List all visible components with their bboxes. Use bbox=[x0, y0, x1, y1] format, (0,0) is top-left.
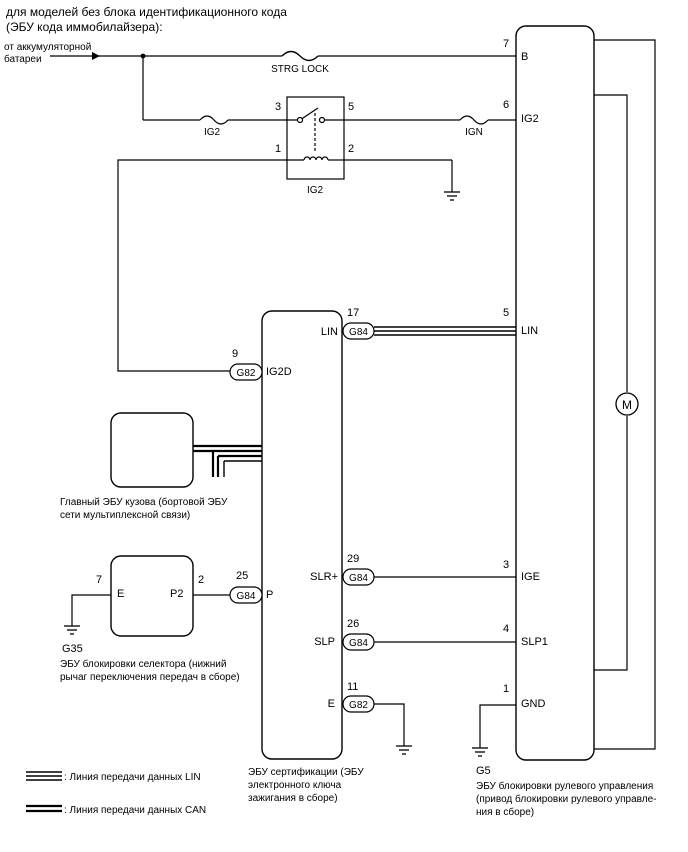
shift-lock-caption-line1: ЭБУ блокировки селектора (нижний bbox=[60, 658, 226, 670]
connector-slp-label: G84 bbox=[349, 638, 368, 649]
cert-pin-ig2d-name: IG2D bbox=[266, 366, 292, 378]
ig2-branch-wire bbox=[142, 56, 300, 121]
relay-pin-1: 1 bbox=[275, 143, 281, 155]
shift-pin-p2-name: P2 bbox=[170, 588, 183, 600]
diagram-title-line1: для моделей без блока идентификационного… bbox=[6, 5, 287, 19]
steering-ecu-caption-line3: ния в сборе) bbox=[476, 806, 534, 818]
cert-pin-p-name: P bbox=[266, 589, 273, 601]
ground-g35-icon bbox=[64, 625, 80, 635]
steering-ecu-caption-line2: (привод блокировки рулевого управле- bbox=[476, 793, 656, 805]
ground-g35-label: G35 bbox=[62, 643, 83, 655]
cert-pin-lin-num: 17 bbox=[347, 307, 359, 319]
fuse-ign-icon bbox=[459, 115, 489, 125]
cert-pin-e-num: 11 bbox=[347, 681, 358, 693]
connector-lin-label: G84 bbox=[349, 327, 368, 338]
cert-e-ground-wire bbox=[374, 703, 405, 746]
source-label-line2: батареи bbox=[4, 53, 42, 65]
main-body-ecu-box bbox=[110, 412, 194, 488]
cert-pin-e-name: E bbox=[328, 698, 335, 710]
ground-icon bbox=[444, 191, 460, 201]
cert-pin-slp-num: 26 bbox=[347, 618, 359, 630]
cert-pin-slp-name: SLP bbox=[314, 636, 335, 648]
fuse-ig2-icon bbox=[199, 115, 229, 125]
steering-pin-b-name: B bbox=[521, 51, 528, 63]
steering-lock-ecu-box bbox=[515, 25, 595, 761]
motor-icon bbox=[615, 392, 639, 416]
shift-e-ground-wire bbox=[71, 594, 111, 626]
legend-lin-label: : Линия передачи данных LIN bbox=[64, 772, 201, 783]
steering-pin-gnd-name: GND bbox=[521, 698, 546, 710]
certification-ecu-box bbox=[261, 310, 343, 760]
steering-motor-wire bbox=[594, 39, 656, 750]
steering-pin-b-num: 7 bbox=[503, 38, 509, 50]
connector-pill: G82 bbox=[342, 695, 375, 713]
steering-pin-lin-name: LIN bbox=[521, 325, 538, 337]
motor-label: M bbox=[622, 398, 632, 412]
steering-pin-ig2-num: 6 bbox=[503, 99, 509, 111]
steering-pin-lin-num: 5 bbox=[503, 307, 509, 319]
connector-pill: G82 bbox=[229, 363, 263, 381]
cert-pin-lin-name: LIN bbox=[321, 326, 338, 338]
fuse-strg-lock-icon bbox=[281, 50, 319, 62]
cert-pin-slr-name: SLR+ bbox=[310, 571, 338, 583]
diagram-title-line2: (ЭБУ кода иммобилайзера): bbox=[6, 20, 163, 34]
body-ecu-caption-line2: сети мультиплексной связи) bbox=[60, 510, 190, 521]
relay-coil-icon bbox=[287, 156, 344, 161]
steering-ecu-caption-line1: ЭБУ блокировки рулевого управления bbox=[476, 780, 653, 792]
connector-p-label: G84 bbox=[237, 591, 256, 602]
shift-pin-p2-num: 2 bbox=[198, 574, 204, 586]
ground-g5-label: G5 bbox=[476, 765, 491, 777]
fuse-strg-lock-label: STRG LOCK bbox=[271, 64, 329, 75]
connector-slr-label: G84 bbox=[349, 573, 368, 584]
shift-lock-caption-line2: рычаг переключения передач в сборе) bbox=[60, 671, 240, 683]
legend-can-symbol bbox=[26, 804, 62, 813]
steering-pin-ige-num: 3 bbox=[503, 559, 509, 571]
source-arrow-icon bbox=[92, 52, 100, 60]
connector-pill: G84 bbox=[342, 633, 375, 651]
body-ecu-caption-line1: Главный ЭБУ кузова (бортовой ЭБУ bbox=[60, 496, 228, 508]
connector-pill: G84 bbox=[342, 322, 375, 340]
ground-g5-icon bbox=[472, 747, 488, 757]
cert-ecu-caption-line2: электронного ключа bbox=[248, 780, 342, 791]
legend-lin-symbol bbox=[26, 771, 62, 781]
steering-gnd-wire bbox=[479, 704, 516, 748]
cert-ecu-caption-line3: зажигания в сборе) bbox=[248, 792, 338, 804]
ig2d-wire bbox=[117, 159, 287, 372]
cert-pin-slr-num: 29 bbox=[347, 553, 359, 565]
relay-ig2-box bbox=[286, 96, 345, 180]
source-label-line1: от аккумуляторной bbox=[4, 42, 91, 53]
lin-bus-line bbox=[374, 326, 516, 336]
steering-pin-ig2-name: IG2 bbox=[521, 113, 539, 125]
can-bus-line bbox=[193, 444, 262, 477]
fuse-ign-label: IGN bbox=[465, 127, 483, 138]
relay-switch-icon bbox=[296, 107, 344, 152]
steering-pin-slp1-num: 4 bbox=[503, 623, 509, 635]
relay-ig2-label: IG2 bbox=[307, 185, 324, 196]
fuse-ig2-label: IG2 bbox=[204, 127, 221, 138]
cert-pin-p-num: 25 bbox=[236, 570, 248, 582]
relay-ground-wire bbox=[344, 159, 453, 192]
relay-pin-5: 5 bbox=[348, 101, 354, 113]
connector-pill: G84 bbox=[342, 568, 375, 586]
connector-pill: G84 bbox=[229, 586, 263, 604]
cert-ecu-caption-line1: ЭБУ сертификации (ЭБУ bbox=[248, 766, 364, 778]
shift-pin-e-num: 7 bbox=[96, 574, 102, 586]
relay-pin-3: 3 bbox=[275, 101, 281, 113]
shift-pin-e-name: E bbox=[117, 588, 124, 600]
shift-lock-ecu-box bbox=[110, 555, 194, 637]
legend-can-label: : Линия передачи данных CAN bbox=[64, 805, 206, 816]
steering-pin-gnd-num: 1 bbox=[503, 683, 509, 695]
cert-pin-ig2d-num: 9 bbox=[232, 348, 238, 360]
ground-icon bbox=[396, 745, 412, 755]
relay-pin-2: 2 bbox=[348, 143, 354, 155]
steering-pin-slp1-name: SLP1 bbox=[521, 636, 548, 648]
steering-pin-ige-name: IGE bbox=[521, 571, 540, 583]
connector-ig2d-label: G82 bbox=[237, 368, 256, 379]
connector-e-label: G82 bbox=[349, 700, 368, 711]
